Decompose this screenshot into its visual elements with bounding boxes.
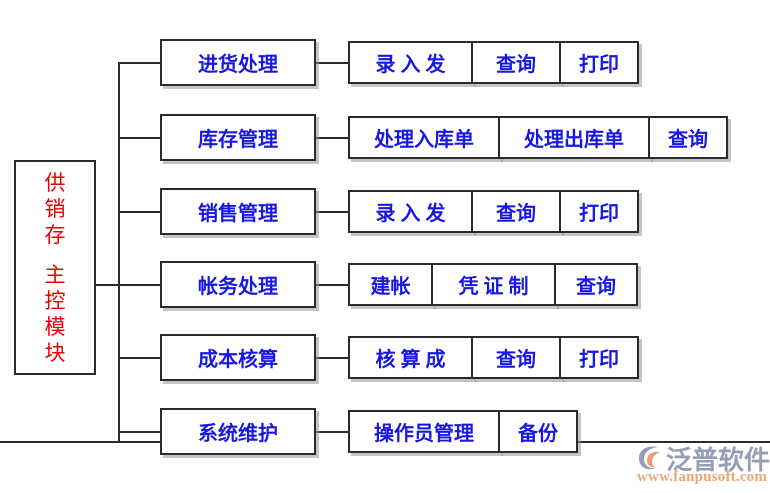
module-label-4: 帐务处理 [198,276,278,298]
branch-line-1 [118,62,160,64]
action-label-2-3: 查询 [668,129,708,151]
action-label-1-1: 录 入 发 [375,54,446,76]
watermark-brand: 泛普软件 [666,446,770,475]
root-stem-line [96,284,120,286]
action-label-1-3: 打印 [579,54,619,76]
root-module-box[interactable]: 供销存 主控模块 [14,160,96,375]
module-box-5[interactable]: 成本核算 [160,334,316,381]
root-module-label-line2: 主控模块 [16,262,94,366]
root-char-1: 供销存 [44,171,66,247]
bottom-left-line [0,441,162,443]
module-label-3: 销售管理 [198,203,278,225]
action-label-6-2: 备份 [518,423,558,445]
action-label-2-1: 处理入库单 [374,129,474,151]
action-box-5-1[interactable]: 核 算 成 [348,336,473,379]
bottom-right-line [578,441,770,443]
connector-line-3 [315,211,348,213]
action-label-5-2: 查询 [496,349,536,371]
action-label-1-2: 查询 [496,54,536,76]
branch-line-3 [118,211,160,213]
root-module-label-line1: 供销存 [16,170,94,248]
watermark: 泛普软件 www.fanpusoft.com [636,440,770,490]
trunk-line [118,63,120,443]
module-label-6: 系统维护 [198,423,278,445]
action-box-6-1[interactable]: 操作员管理 [348,410,500,453]
action-box-4-1[interactable]: 建帐 [348,263,433,306]
action-label-5-1: 核 算 成 [375,349,446,371]
action-box-1-3[interactable]: 打印 [559,41,639,84]
action-box-2-3[interactable]: 查询 [648,116,728,159]
module-box-4[interactable]: 帐务处理 [160,261,316,308]
connector-line-2 [315,137,348,139]
root-char-2: 主控模块 [44,263,66,365]
action-label-4-1: 建帐 [370,276,411,298]
action-box-4-3[interactable]: 查询 [554,263,638,306]
branch-line-5 [118,357,160,359]
action-box-5-2[interactable]: 查询 [471,336,561,379]
module-box-1[interactable]: 进货处理 [160,39,316,86]
connector-line-4 [315,284,348,286]
branch-line-6 [118,431,160,433]
action-label-5-3: 打印 [579,349,619,371]
action-label-3-2: 查询 [496,203,536,225]
action-label-3-1: 录 入 发 [375,203,446,225]
action-box-2-2[interactable]: 处理出库单 [498,116,650,159]
watermark-url: www.fanpusoft.com [637,469,768,485]
action-label-4-2: 凭 证 制 [458,276,529,298]
action-box-2-1[interactable]: 处理入库单 [348,116,500,159]
connector-line-6 [315,431,348,433]
action-box-1-2[interactable]: 查询 [471,41,561,84]
action-label-6-1: 操作员管理 [374,423,474,445]
branch-line-4 [118,284,160,286]
action-label-3-3: 打印 [579,203,619,225]
action-box-5-3[interactable]: 打印 [559,336,639,379]
module-box-2[interactable]: 库存管理 [160,114,316,161]
action-box-3-3[interactable]: 打印 [559,190,639,233]
fanpu-logo-icon [636,444,666,472]
connector-line-1 [315,62,348,64]
action-box-6-2[interactable]: 备份 [498,410,578,453]
action-box-1-1[interactable]: 录 入 发 [348,41,473,84]
module-label-2: 库存管理 [198,129,278,151]
module-box-6[interactable]: 系统维护 [160,408,316,455]
action-label-2-2: 处理出库单 [524,129,624,151]
module-box-3[interactable]: 销售管理 [160,188,316,235]
action-label-4-3: 查询 [576,276,616,298]
branch-line-2 [118,137,160,139]
module-label-1: 进货处理 [198,54,278,76]
action-box-3-2[interactable]: 查询 [471,190,561,233]
action-box-4-2[interactable]: 凭 证 制 [431,263,556,306]
module-label-5: 成本核算 [198,349,278,371]
action-box-3-1[interactable]: 录 入 发 [348,190,473,233]
connector-line-5 [315,357,348,359]
